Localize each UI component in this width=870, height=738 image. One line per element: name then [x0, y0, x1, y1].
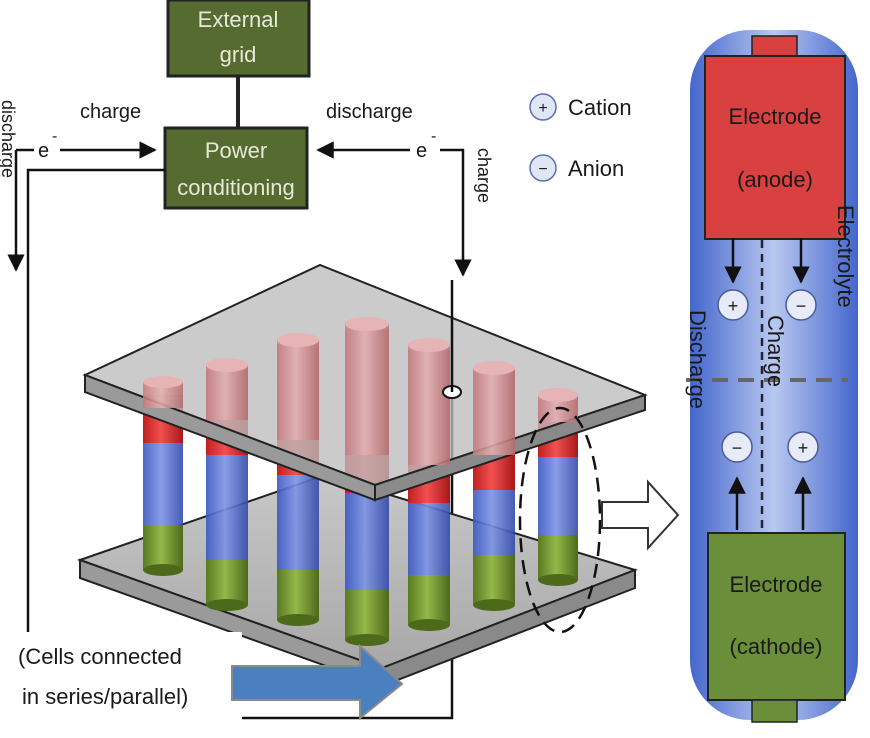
- legend-anion: − Anion: [529, 154, 624, 182]
- ion-cation: +: [787, 431, 819, 463]
- svg-text:−: −: [732, 438, 743, 458]
- anode-label-2: (anode): [737, 167, 813, 192]
- charge-left-label: charge: [80, 101, 141, 123]
- right-electron-path: e - charge: [316, 128, 494, 277]
- svg-text:+: +: [728, 296, 739, 316]
- discharge-label: Discharge: [685, 310, 710, 409]
- cation-label: Cation: [568, 95, 632, 120]
- external-grid-box: External grid: [166, 0, 311, 78]
- ion-anion: −: [721, 431, 753, 463]
- cell-tops: [143, 317, 578, 465]
- electron-right-sup: -: [431, 128, 436, 145]
- ion-anion: −: [785, 289, 817, 321]
- discharge-right-label: discharge: [326, 101, 413, 123]
- cation-symbol: +: [538, 100, 547, 117]
- cell-top: [408, 338, 450, 465]
- ion-cation: +: [717, 289, 749, 321]
- svg-text:+: +: [798, 438, 809, 458]
- cells-caption: (Cells connected in series/parallel): [12, 632, 242, 724]
- cell-top: [277, 333, 319, 440]
- anode-label-1: Electrode: [729, 104, 822, 129]
- cathode-label-1: Electrode: [730, 572, 823, 597]
- cell-top: [473, 361, 515, 455]
- external-grid-label-1: External: [198, 7, 279, 32]
- electrolyte-label: Electrolyte: [833, 205, 858, 308]
- left-electron-path: e - discharge: [0, 100, 157, 272]
- electron-left-label: e: [38, 140, 49, 162]
- power-conditioning-label-1: Power: [205, 138, 267, 163]
- svg-text:−: −: [796, 296, 807, 316]
- detail-arrow: [601, 479, 680, 551]
- cathode-terminal: [751, 699, 798, 723]
- cell-top: [206, 358, 248, 420]
- charge-label: Charge: [763, 315, 788, 387]
- power-conditioning-box: Power conditioning: [163, 126, 309, 210]
- battery-pack: [76, 263, 648, 688]
- electron-right-label: e: [416, 140, 427, 162]
- anode-terminal: [751, 35, 798, 59]
- legend: + Cation − Anion: [529, 93, 632, 182]
- external-grid-label-2: grid: [220, 42, 257, 67]
- charge-vertical-label: charge: [474, 148, 494, 203]
- blue-arrow: [231, 643, 404, 721]
- anion-symbol: −: [538, 161, 547, 178]
- cell-detail: Electrode (anode) Electrode (cathode) + …: [685, 30, 858, 723]
- cathode-label-2: (cathode): [730, 634, 823, 659]
- cell-top: [143, 376, 183, 408]
- cell-top: [345, 317, 389, 455]
- power-conditioning-label-2: conditioning: [177, 175, 294, 200]
- cell-highlight-ellipse: [518, 406, 602, 634]
- anode-electrode: Electrode (anode): [704, 55, 846, 240]
- cells-caption-line2: in series/parallel): [22, 684, 188, 709]
- cells-caption-line1: (Cells connected: [18, 644, 182, 669]
- legend-cation: + Cation: [529, 93, 632, 121]
- discharge-vertical-label: discharge: [0, 100, 18, 178]
- electron-left-sup: -: [52, 128, 57, 145]
- cathode-electrode: Electrode (cathode): [707, 532, 846, 701]
- anion-label: Anion: [568, 156, 624, 181]
